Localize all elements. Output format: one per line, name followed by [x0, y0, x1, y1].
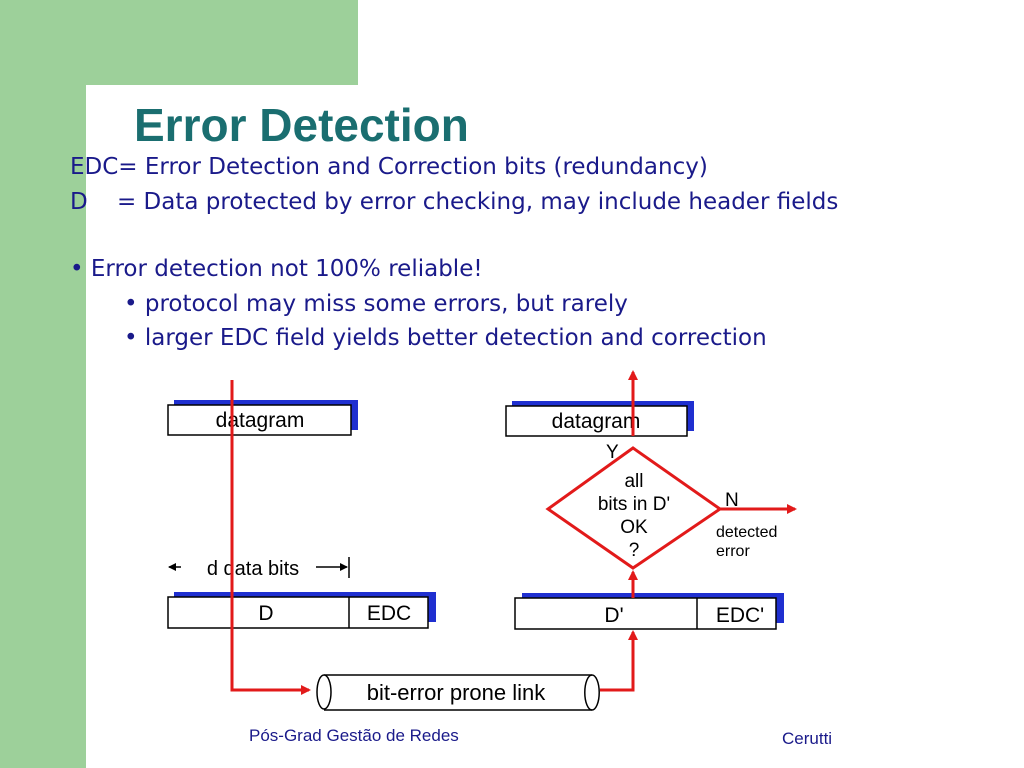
- decision-line-4: ?: [629, 540, 640, 561]
- receiver-datagram-box: datagram: [505, 401, 694, 437]
- d-data-bits-label: d data bits: [207, 558, 299, 580]
- decision-diamond: all bits in D' OK ?: [545, 446, 723, 570]
- bullet-miss-errors: • protocol may miss some errors, but rar…: [124, 291, 628, 317]
- sender-d-field: D: [258, 602, 273, 625]
- bullet-larger-edc: • larger EDC field yields better detecti…: [124, 325, 767, 351]
- d-data-bits-dimension: d data bits: [168, 557, 350, 580]
- receiver-d-field: D': [604, 604, 623, 627]
- decision-line-1: all: [624, 471, 643, 492]
- sender-frame: D EDC: [167, 592, 436, 629]
- d-definition: D = Data protected by error checking, ma…: [70, 189, 839, 215]
- green-band-left: [0, 0, 86, 768]
- detected-error-line-2: error: [716, 543, 750, 560]
- sender-datagram-label: datagram: [216, 409, 305, 432]
- sender-edc-field: EDC: [367, 602, 411, 625]
- sender-datagram-box: datagram: [167, 400, 358, 436]
- detected-error-line-1: detected: [716, 524, 777, 541]
- footer-course: Pós-Grad Gestão de Redes: [249, 726, 459, 745]
- decision-line-2: bits in D': [598, 494, 670, 515]
- footer-author: Cerutti: [782, 729, 833, 748]
- receiver-frame: D' EDC': [514, 593, 784, 630]
- edc-definition: EDC= Error Detection and Correction bits…: [70, 154, 708, 180]
- data-flow-arrows: [230, 370, 797, 695]
- no-label: N: [725, 490, 739, 511]
- receiver-edc-field: EDC': [716, 604, 764, 627]
- yes-label: Y: [606, 442, 619, 463]
- link-label: bit-error prone link: [367, 680, 547, 705]
- bit-error-link: bit-error prone link: [316, 674, 600, 711]
- slide-title: Error Detection: [134, 99, 469, 151]
- bullet-reliability: • Error detection not 100% reliable!: [70, 256, 483, 282]
- decision-line-3: OK: [620, 517, 648, 538]
- receiver-datagram-label: datagram: [552, 410, 641, 433]
